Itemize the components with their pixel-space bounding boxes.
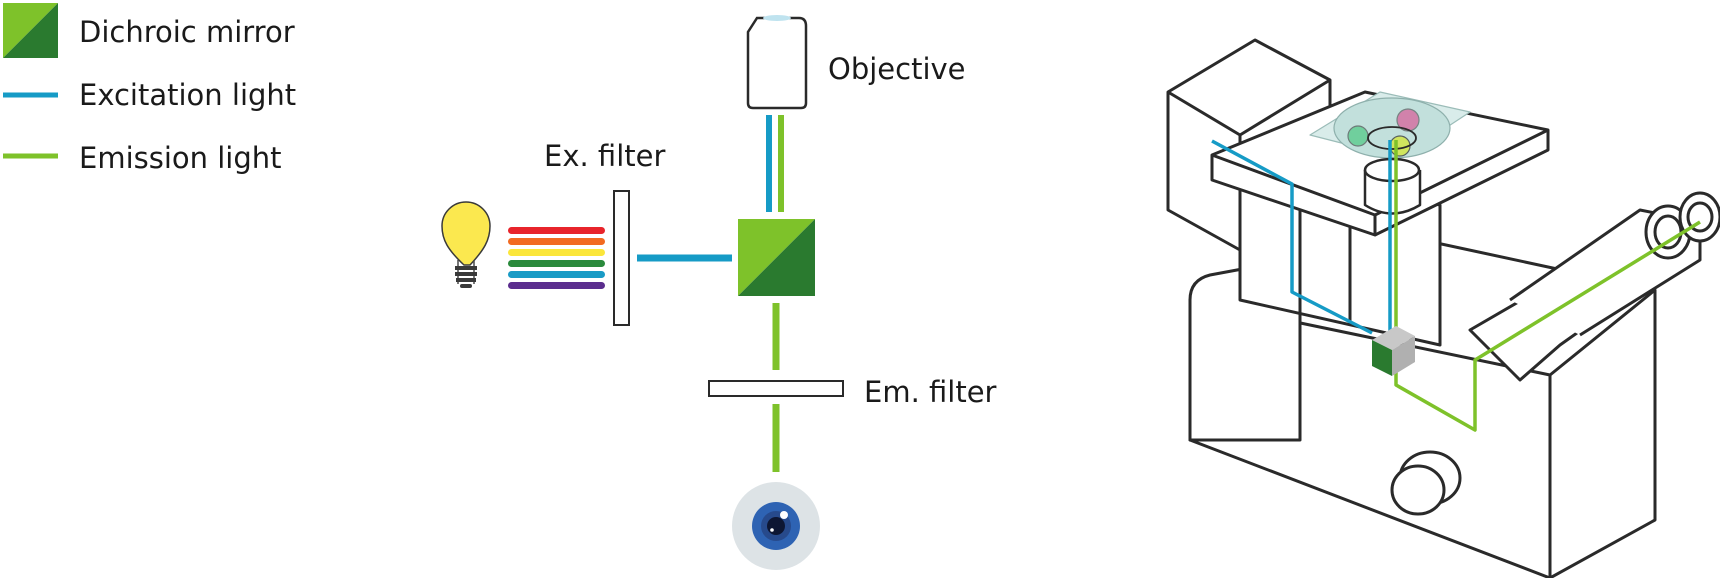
- dichroic-mirror-icon: [738, 219, 815, 296]
- eye-highlight-small: [770, 528, 774, 532]
- em-filter-label: Em. filter: [864, 375, 997, 409]
- focus-knob: [1390, 450, 1462, 516]
- bulb-base-ring-2: [455, 272, 477, 276]
- spectrum-bar: [508, 249, 605, 256]
- microscope-excitation-path: [1211, 139, 1373, 335]
- dichroic-top: [1372, 326, 1415, 350]
- dichroic-right: [1392, 336, 1415, 376]
- fluor-green: [1347, 125, 1369, 147]
- light-bulb-icon: [441, 201, 491, 288]
- legend-dichroic-label: Dichroic mirror: [79, 15, 295, 49]
- eye-highlight: [780, 511, 788, 519]
- bulb-tip: [460, 284, 472, 288]
- ex-filter-label: Ex. filter: [544, 139, 665, 173]
- spectrum-bar: [508, 260, 605, 267]
- mirror-dark-half: [3, 3, 58, 58]
- legend-excitation-label: Excitation light: [79, 78, 296, 112]
- microscope-illustration: [1166, 38, 1720, 578]
- knob-front: [1390, 464, 1446, 516]
- excitation-filter: [613, 190, 630, 326]
- bulb-base-ring-1: [455, 266, 477, 270]
- objective-label: Objective: [828, 52, 966, 86]
- dichroic-dark-half: [738, 219, 815, 296]
- spectrum-bar: [508, 238, 605, 245]
- objective-body: [746, 16, 808, 110]
- objective-icon: [746, 15, 808, 110]
- dichroic-left: [1372, 340, 1392, 376]
- turret-top: [1363, 157, 1421, 183]
- fluor-magenta: [1396, 108, 1420, 132]
- spectrum-bar: [508, 282, 605, 289]
- microscope-emission-path: [1394, 220, 1701, 432]
- spectrum-bar: [508, 227, 605, 234]
- bulb-glass: [441, 201, 491, 266]
- bulb-base-ring-3: [456, 278, 476, 282]
- spectrum-bars: [508, 227, 605, 289]
- objective-lens: [763, 15, 791, 21]
- eye-pupil: [767, 517, 785, 535]
- spectrum-bar: [508, 271, 605, 278]
- objective-rim: [1367, 126, 1417, 150]
- microscope-dichroic-icon: [1372, 326, 1415, 376]
- schematic: Ex. filter Objective Em. filter: [441, 15, 997, 570]
- emission-filter: [708, 380, 844, 397]
- dichroic-mirror-legend-icon: [3, 3, 58, 58]
- legend-emission-label: Emission light: [79, 141, 282, 175]
- eye-icon: [732, 482, 820, 570]
- legend: Dichroic mirror Excitation light Emissio…: [3, 3, 296, 175]
